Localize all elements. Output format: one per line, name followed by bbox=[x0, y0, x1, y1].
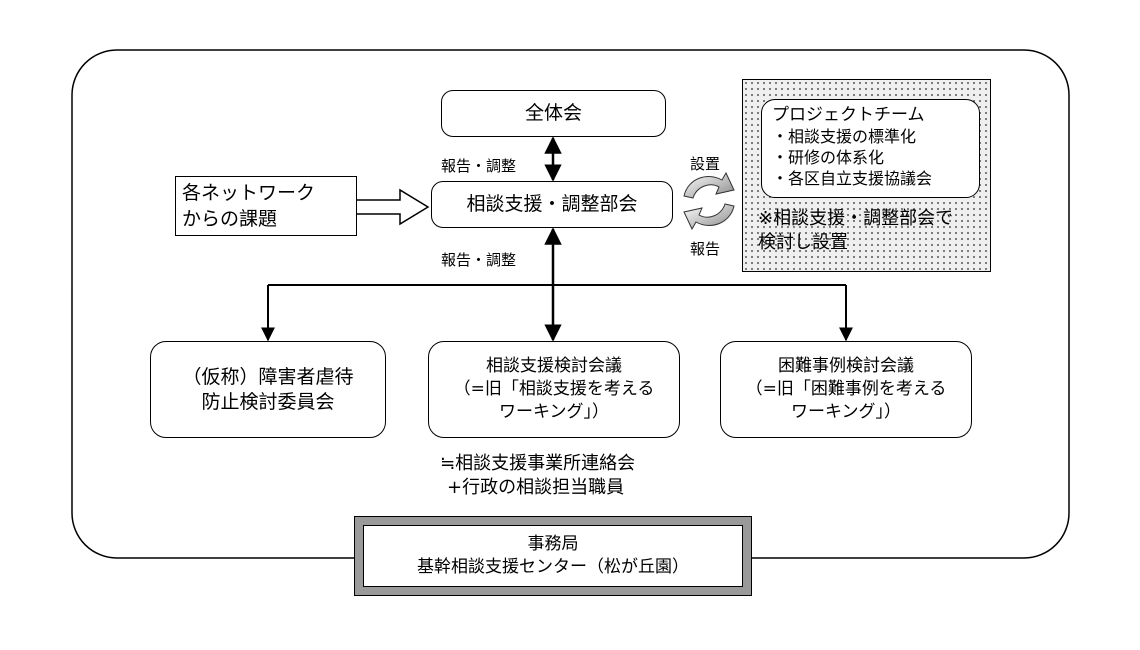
abuse-committee-box: （仮称）障害者虐待 防止検討委員会 bbox=[150, 341, 386, 438]
network-issue-box: 各ネットワーク からの課題 bbox=[175, 176, 357, 236]
subcommittee-box: 相談支援・調整部会 bbox=[431, 181, 673, 228]
difficult-meeting-line2: （=旧「困難事例を考える bbox=[745, 379, 947, 399]
setup-curved-arrow bbox=[683, 171, 735, 199]
consult-meeting-box: 相談支援検討会議 （=旧「相談支援を考える ワーキング」） bbox=[428, 341, 680, 438]
setup-label: 設置 bbox=[690, 155, 721, 173]
difficult-meeting-box: 困難事例検討会議 （=旧「困難事例を考える ワーキング」） bbox=[720, 341, 972, 438]
project-team-item: ・相談支援の標準化 bbox=[772, 127, 917, 146]
consult-meeting-line1: 相談支援検討会議 bbox=[486, 356, 622, 376]
consult-meeting-line3: ワーキング」） bbox=[499, 402, 609, 422]
abuse-committee-line1: （仮称）障害者虐待 bbox=[182, 365, 354, 388]
secretariat-box: 事務局 基幹相談支援センター（松が丘園） bbox=[363, 525, 743, 587]
difficult-meeting-line3: ワーキング」） bbox=[791, 402, 901, 422]
consult-note-line2: +行政の相談担当職員 bbox=[447, 477, 625, 498]
plenary-label: 全体会 bbox=[524, 102, 582, 124]
project-team-item: ・各区自立支援協議会 bbox=[772, 169, 933, 188]
network-issue-line2: からの課題 bbox=[182, 208, 278, 230]
consult-note-line1: ≒相談支援事業所連絡会 bbox=[440, 453, 636, 474]
secretariat-line2: 基幹相談支援センター（松が丘園） bbox=[417, 557, 689, 577]
report-adjust-lower-label: 報告・調整 bbox=[441, 251, 517, 269]
report-adjust-upper-label: 報告・調整 bbox=[441, 157, 517, 175]
plenary-box: 全体会 bbox=[441, 90, 666, 137]
network-block-arrow bbox=[355, 188, 430, 226]
abuse-committee-line2: 防止検討委員会 bbox=[201, 390, 335, 413]
consult-meeting-line2: （=旧「相談支援を考える bbox=[453, 379, 655, 399]
secretariat-frame: 事務局 基幹相談支援センター（松が丘園） bbox=[354, 516, 752, 596]
project-note: ※相談支援・調整部会で 検討し設置 bbox=[758, 207, 953, 255]
difficult-meeting-line1: 困難事例検討会議 bbox=[778, 356, 914, 376]
project-team-box: プロジェクトチーム ・相談支援の標準化 ・研修の体系化 ・各区自立支援協議会 bbox=[761, 99, 980, 198]
report-curved-arrow bbox=[683, 203, 735, 231]
project-note-line2: 検討し設置 bbox=[758, 232, 848, 253]
project-team-item: ・研修の体系化 bbox=[772, 148, 885, 167]
network-issue-line1: 各ネットワーク bbox=[182, 182, 316, 204]
secretariat-line1: 事務局 bbox=[527, 534, 579, 554]
project-note-line1: ※相談支援・調整部会で bbox=[758, 208, 954, 229]
report-label: 報告 bbox=[690, 240, 721, 258]
project-team-title: プロジェクトチーム bbox=[772, 105, 925, 125]
consult-note: ≒相談支援事業所連絡会 +行政の相談担当職員 bbox=[440, 452, 635, 500]
subcommittee-label: 相談支援・調整部会 bbox=[466, 193, 638, 215]
